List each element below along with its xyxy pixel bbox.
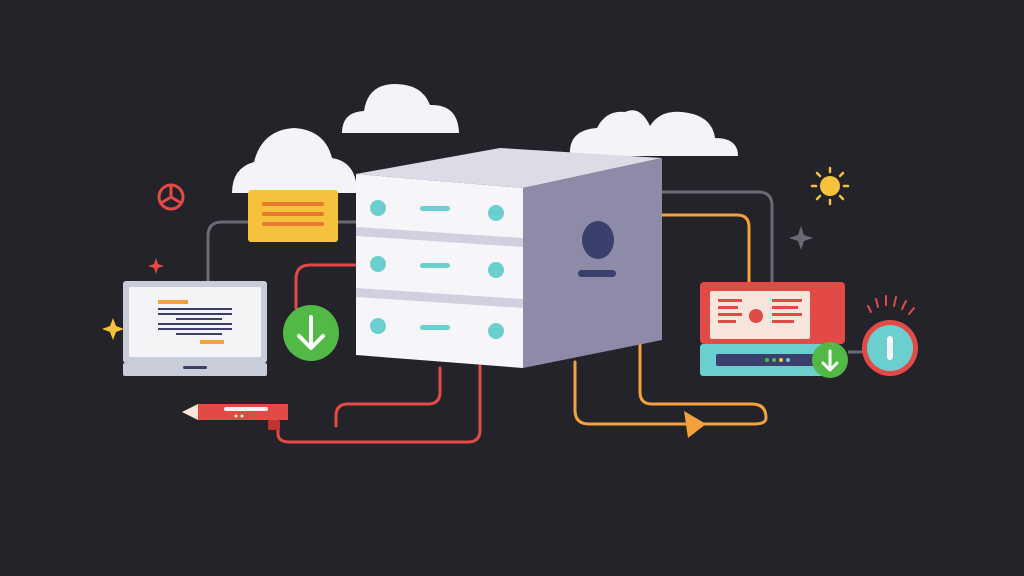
cloud-shape (342, 84, 459, 133)
router-led (765, 358, 769, 362)
screen-text-line (158, 313, 232, 315)
server-top-face (356, 148, 662, 188)
router-screen-line (718, 320, 736, 323)
screen-text-line (158, 323, 232, 325)
cloud-shape (232, 128, 357, 193)
laptop-icon (123, 281, 267, 376)
document-icon (248, 190, 338, 242)
gray-connector-laptop (206, 220, 252, 284)
router-led (786, 358, 790, 362)
pie-divider (159, 183, 183, 205)
sun-core (820, 176, 840, 196)
folder-line (262, 212, 324, 216)
router-icon (700, 282, 845, 376)
pie-chart-icon (157, 183, 185, 211)
router-screen-line (718, 313, 742, 316)
server-slot-bar (420, 325, 450, 330)
download-arrow (297, 315, 325, 350)
server-slot-bar (420, 263, 450, 268)
server-led (488, 205, 504, 221)
gauge-rays (867, 295, 915, 315)
pencil-tip (182, 404, 198, 420)
server-led (370, 200, 386, 216)
router-screen-line (772, 320, 794, 323)
router-screen-line (718, 299, 742, 302)
cloud-shape (569, 110, 738, 156)
router-emblem (749, 309, 763, 323)
sparkle-icon (148, 258, 164, 274)
router-screen-line (718, 306, 738, 309)
download-arrow-icon (812, 342, 848, 378)
router-screen-line (772, 306, 798, 309)
pencil-icon (182, 404, 288, 430)
server-badge-bar (578, 270, 616, 277)
folder-line (262, 222, 324, 226)
sparkle-icon (102, 318, 124, 340)
server-front-face (356, 174, 523, 368)
cloud-icon (232, 128, 357, 193)
server-led (370, 256, 386, 272)
laptop-base (123, 363, 267, 376)
gauge-needle (887, 336, 893, 360)
orange-connector-loop (638, 343, 768, 426)
screen-text-line (158, 328, 232, 330)
server-stack-icon (356, 148, 662, 368)
laptop-screen (129, 287, 261, 357)
cloud-icon (342, 84, 459, 133)
folder-line (262, 202, 324, 206)
screen-text-line (176, 318, 222, 320)
gray-connector-router (660, 190, 774, 286)
connectors (206, 190, 774, 444)
server-divider (356, 227, 523, 247)
router-led (772, 358, 776, 362)
screen-header-bar (158, 300, 188, 304)
pencil-dot (240, 414, 244, 418)
red-connector-server-down (334, 366, 442, 428)
server-led (370, 318, 386, 334)
sun-icon (810, 166, 850, 206)
screen-footer-bar (200, 340, 224, 344)
router-led (779, 358, 783, 362)
download-arrow-icon (283, 305, 339, 361)
gauge-icon (848, 295, 918, 376)
screen-text-line (158, 308, 232, 310)
sun-rays (810, 166, 850, 206)
server-divider (356, 288, 523, 308)
laptop-trackpad (183, 366, 207, 369)
pencil-dot (234, 414, 238, 418)
pencil-body (198, 404, 288, 420)
pencil-label (224, 407, 268, 411)
router-screen-line (772, 299, 802, 302)
cloud-icon (569, 110, 738, 156)
router-screen-line (772, 313, 802, 316)
download-arrow (821, 349, 839, 372)
server-led (488, 262, 504, 278)
arrowhead-icon (684, 411, 706, 438)
orange-connector-lower (573, 360, 690, 426)
screen-text-line (176, 333, 222, 335)
server-led (488, 323, 504, 339)
server-side-face (523, 158, 662, 368)
sparkle-icon (789, 226, 813, 250)
orange-connector-upper (660, 213, 751, 286)
server-slot-bar (420, 206, 450, 211)
router-slot (716, 354, 824, 366)
server-badge-circle (582, 221, 614, 259)
red-connector-pencil (276, 364, 482, 444)
red-connector-upper (294, 263, 360, 310)
pencil-cap (268, 420, 280, 430)
